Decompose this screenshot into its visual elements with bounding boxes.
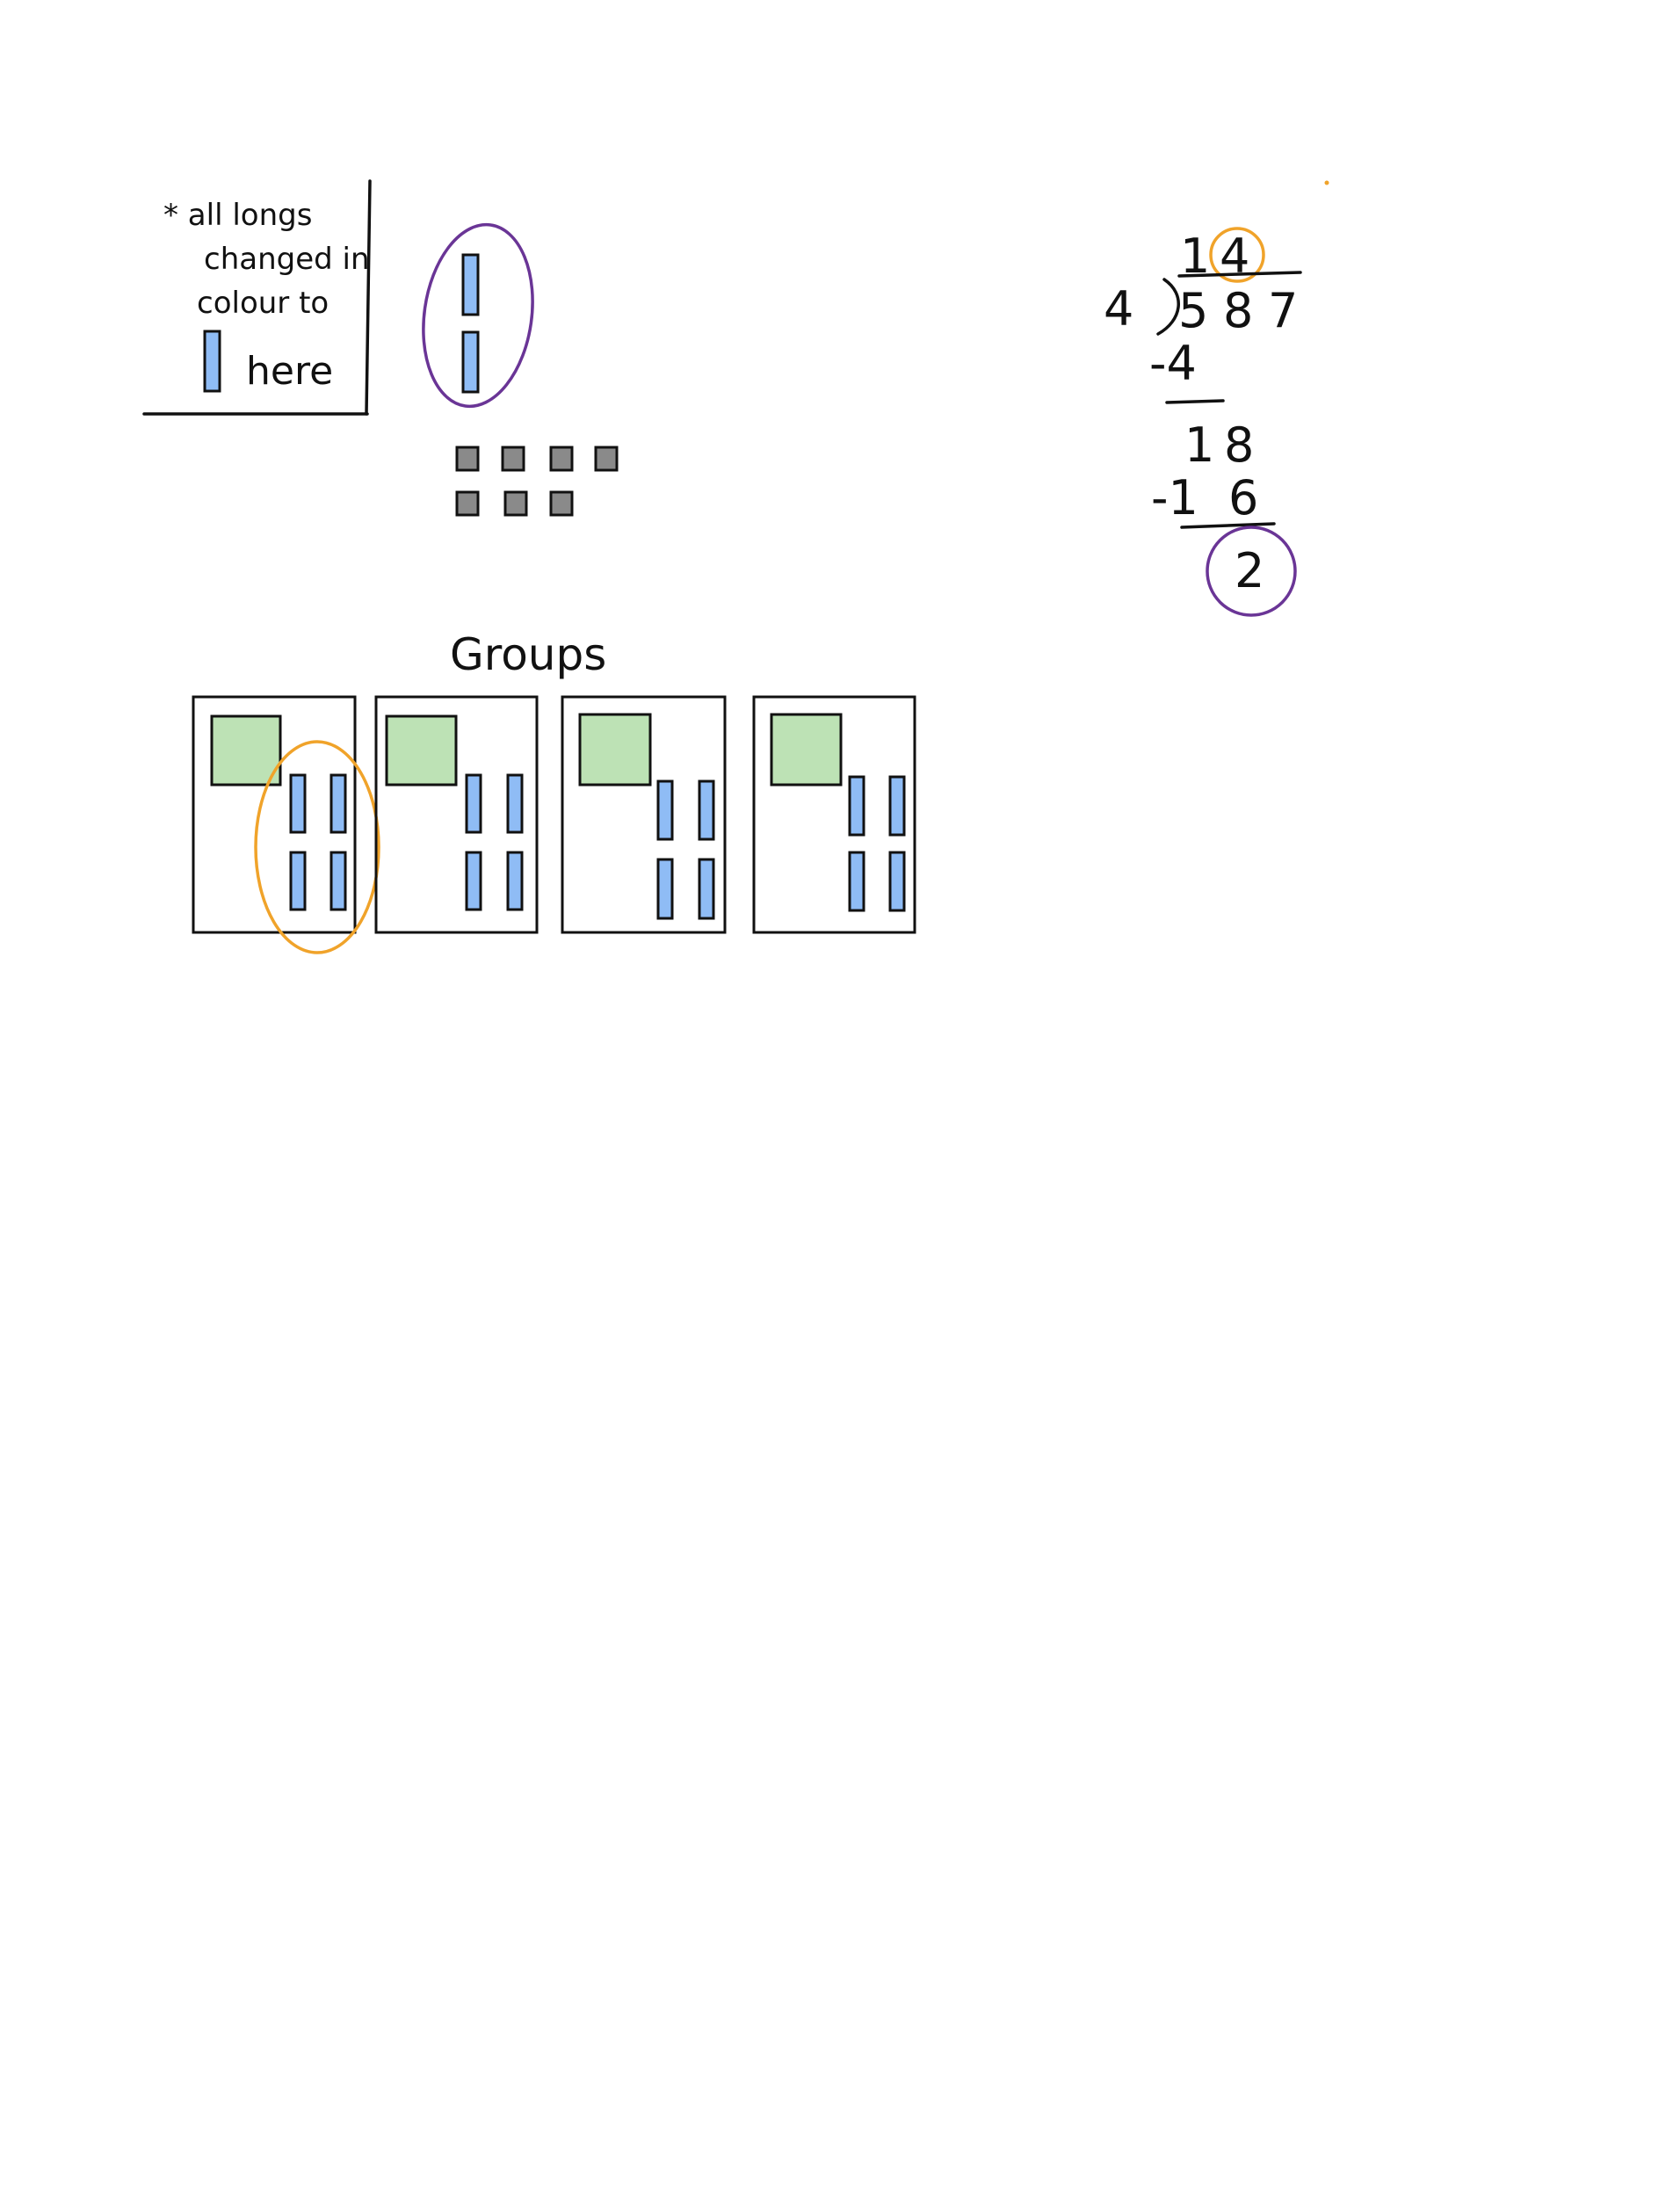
division-bracket <box>1156 278 1180 336</box>
long-block <box>698 779 715 841</box>
long-block <box>289 851 307 911</box>
long-block <box>329 851 347 911</box>
unit-cube <box>455 446 480 472</box>
note-box-right-edge <box>365 179 372 416</box>
remainder: 2 <box>1235 543 1264 598</box>
step1-line <box>1165 399 1225 404</box>
purple-circle-remainder <box>1206 526 1297 617</box>
orange-circle-quotient-4 <box>1209 227 1265 283</box>
group-3 <box>561 695 727 934</box>
long-division: 1 4 4 5 8 7 -4 1 8 -1 6 2 <box>1104 227 1302 617</box>
unit-cube <box>549 490 574 517</box>
group-4 <box>752 695 916 934</box>
orange-circle-group-longs <box>254 740 380 954</box>
note-line-1: * all longs <box>163 198 312 233</box>
step2-digit-1: 1 <box>1184 417 1214 473</box>
flat-block <box>210 714 282 787</box>
dividend-digit-1: 5 <box>1178 283 1208 338</box>
long-block <box>329 773 347 834</box>
unit-cube <box>501 446 525 472</box>
long-block <box>465 851 482 911</box>
dividend-digit-3: 7 <box>1268 283 1298 338</box>
flat-block <box>770 713 843 787</box>
group-2 <box>374 695 539 934</box>
note-line-2: changed in <box>204 242 370 277</box>
long-block <box>848 851 865 912</box>
unit-cube <box>503 490 528 517</box>
leftover-long-1 <box>461 253 480 316</box>
long-block <box>888 775 906 837</box>
note-line-3: colour to <box>197 286 329 321</box>
long-block <box>698 858 715 920</box>
group-frame <box>374 695 539 934</box>
long-block <box>506 773 524 834</box>
step2-subtract-2: 6 <box>1228 470 1258 526</box>
long-block <box>848 775 865 837</box>
long-block <box>465 773 482 834</box>
step2-subtract-1: -1 <box>1151 470 1198 526</box>
long-block <box>506 851 524 911</box>
flat-block <box>385 714 458 787</box>
divisor: 4 <box>1104 281 1133 337</box>
unit-cube <box>594 446 619 472</box>
unit-cube <box>455 490 480 517</box>
group-frame <box>192 695 357 934</box>
division-vinculum <box>1177 271 1302 278</box>
note-line-4: here <box>246 349 333 394</box>
note-box: * all longs changed in colour to here <box>142 179 372 416</box>
stray-orange-dot <box>1324 180 1329 185</box>
long-block <box>656 779 674 841</box>
long-block <box>888 851 906 912</box>
group-frame <box>752 695 916 934</box>
purple-circle-leftover-longs <box>422 222 534 409</box>
dividend-digit-2: 8 <box>1223 283 1253 338</box>
step2-line <box>1180 522 1276 529</box>
group-frame <box>561 695 727 934</box>
long-block <box>289 773 307 834</box>
leftover-longs <box>422 222 534 409</box>
flat-block <box>578 713 652 787</box>
sample-long-block <box>203 330 221 393</box>
leftover-units <box>455 446 619 517</box>
unit-cube <box>549 446 574 472</box>
groups-title: Groups <box>450 629 606 680</box>
leftover-long-2 <box>461 330 480 394</box>
long-block <box>656 858 674 920</box>
step1-subtract: -4 <box>1149 336 1197 391</box>
step2-digit-2: 8 <box>1224 417 1254 473</box>
group-1 <box>192 695 380 954</box>
